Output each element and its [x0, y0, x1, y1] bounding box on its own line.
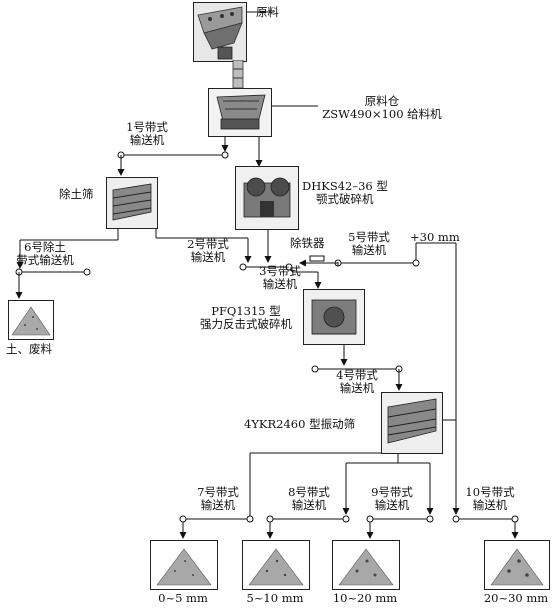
belt-7-label-line2: 输送机: [200, 498, 236, 512]
impact-crusher-label-line2: 强力反击式破碎机: [200, 317, 292, 331]
waste-label: 土、废料: [6, 342, 52, 356]
belt-10-label-line2: 输送机: [472, 498, 508, 512]
soil-screen-label: 除土筛: [59, 187, 94, 201]
impact-crusher-label: PFQ1315 型 强力反击式破碎机: [200, 305, 292, 331]
product-pile-2-image: [242, 540, 310, 590]
belt-10-label: 10号带式 输送机: [465, 486, 514, 512]
belt-3-label-line1: 3号带式: [259, 264, 301, 278]
product-3-label: 10~20 mm: [332, 591, 398, 605]
raw-material-bin-feeder-image: [208, 88, 272, 137]
soil-screen-image: [106, 177, 158, 229]
raw-material-label: 原料: [256, 5, 279, 19]
belt-2-label-line1: 2号带式: [187, 237, 229, 251]
iron-remover-label: 除铁器: [290, 236, 325, 250]
belt-9-roller-left: [366, 515, 374, 523]
belt-4-label: 4号带式 输送机: [336, 369, 378, 395]
belt-1-label: 1号带式 输送机: [126, 121, 168, 147]
bin-label-line1: 原料仓: [364, 94, 400, 108]
iron-remover-icon: [309, 255, 325, 262]
jaw-crusher-label: DHKS42–36 型 颚式破碎机: [302, 180, 388, 206]
jaw-crusher-label-line2: 颚式破碎机: [316, 192, 374, 206]
belt-7-label: 7号带式 输送机: [197, 486, 239, 512]
belt-9-label-line1: 9号带式: [371, 485, 413, 499]
belt-1-roller-right: [221, 151, 229, 159]
jaw-crusher-image: [235, 166, 299, 230]
belt-5-label-line2: 输送机: [351, 243, 387, 257]
product-1-label: 0~5 mm: [158, 591, 208, 605]
belt-5-label-line1: 5号带式: [348, 230, 390, 244]
belt-3-label-line2: 输送机: [262, 277, 298, 291]
waste-pile-image: [8, 300, 54, 340]
vibrating-screen-label: 4YKR2460 型振动筛: [244, 417, 356, 431]
bin-label-line2: ZSW490×100 给料机: [322, 107, 442, 121]
belt-4-roller-left: [311, 365, 319, 373]
feeder-chute-image: [232, 60, 244, 88]
belt-10-roller-right: [511, 515, 519, 523]
plus30-label: +30 mm: [410, 230, 460, 244]
belt-5-roller-right: [412, 259, 420, 267]
belt-8-label-line2: 输送机: [291, 498, 327, 512]
bin-label: 原料仓 ZSW490×100 给料机: [322, 95, 441, 121]
belt-2-label-line2: 输送机: [190, 250, 226, 264]
belt-6-label-line1: 6号除土: [24, 240, 66, 254]
product-pile-3-image: [332, 540, 400, 590]
belt-5-label: 5号带式 输送机: [348, 231, 390, 257]
belt-8-roller-left: [266, 515, 274, 523]
jaw-crusher-label-line1: DHKS42–36 型: [302, 179, 388, 193]
belt-9-roller-right: [426, 515, 434, 523]
belt-1-label-line1: 1号带式: [126, 120, 168, 134]
belt-2-label: 2号带式 输送机: [187, 238, 229, 264]
product-2-label: 5~10 mm: [246, 591, 304, 605]
belt-9-label: 9号带式 输送机: [371, 486, 413, 512]
belt-7-roller-left: [179, 515, 187, 523]
impact-crusher-label-line1: PFQ1315 型: [211, 304, 281, 318]
raw-material-hopper-image: [193, 2, 247, 62]
belt-7-roller-right: [246, 515, 254, 523]
belt-9-label-line2: 输送机: [374, 498, 410, 512]
belt-8-label: 8号带式 输送机: [288, 486, 330, 512]
belt-8-label-line1: 8号带式: [288, 485, 330, 499]
belt-6-label: 6号除土 带式输送机: [16, 241, 74, 267]
belt-6-roller-right: [83, 268, 91, 276]
product-4-label: 20~30 mm: [483, 591, 549, 605]
impact-crusher-image: [303, 289, 365, 345]
belt-4-label-line1: 4号带式: [336, 368, 378, 382]
belt-7-label-line1: 7号带式: [197, 485, 239, 499]
belt-1-label-line2: 输送机: [129, 133, 165, 147]
belt-3-label: 3号带式 输送机: [259, 265, 301, 291]
belt-10-roller-left: [452, 515, 460, 523]
belt-6-label-line2: 带式输送机: [16, 253, 74, 267]
belt-8-roller-right: [342, 515, 350, 523]
belt-4-label-line2: 输送机: [339, 381, 375, 395]
vibrating-screen-image: [381, 392, 443, 454]
belt-10-label-line1: 10号带式: [465, 485, 515, 499]
belt-2-roller-left: [239, 263, 247, 271]
product-pile-4-image: [484, 540, 550, 590]
product-pile-1-image: [150, 540, 218, 590]
